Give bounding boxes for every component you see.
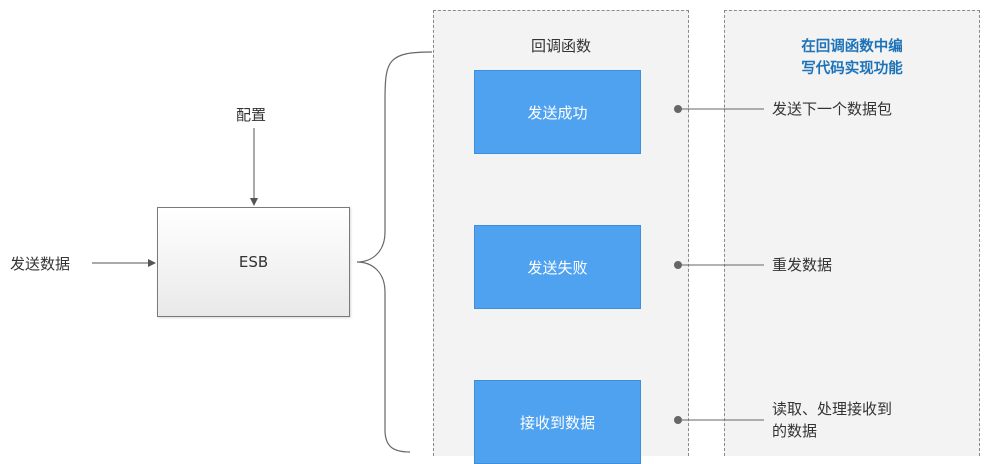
config-label: 配置 bbox=[236, 106, 267, 124]
callback-data-received: 接收到数据 bbox=[474, 380, 641, 464]
action-line-1: 读取、处理接收到 bbox=[772, 400, 893, 418]
success-connector-dot bbox=[674, 105, 682, 113]
action-line-2: 的数据 bbox=[772, 422, 818, 440]
callback-label: 发送失败 bbox=[527, 258, 588, 277]
esb-node: ESB bbox=[157, 207, 350, 317]
action-line-1: 发送下一个数据包 bbox=[772, 100, 893, 118]
action-send-next: 发送下一个数据包 bbox=[772, 98, 892, 120]
callback-label: 发送成功 bbox=[527, 103, 588, 122]
action-line-1: 重发数据 bbox=[772, 256, 833, 274]
fail-connector-dot bbox=[674, 261, 682, 269]
callback-send-fail: 发送失败 bbox=[474, 225, 641, 309]
callback-send-success: 发送成功 bbox=[474, 70, 641, 154]
callback-label: 接收到数据 bbox=[519, 413, 595, 432]
action-process-received: 读取、处理接收到 的数据 bbox=[772, 398, 892, 442]
esb-label: ESB bbox=[238, 253, 269, 271]
implementation-note: 在回调函数中编 写代码实现功能 bbox=[752, 36, 952, 80]
action-resend: 重发数据 bbox=[772, 254, 832, 276]
note-line-2: 写代码实现功能 bbox=[801, 61, 903, 77]
implementation-panel bbox=[724, 10, 980, 456]
brace bbox=[356, 51, 433, 453]
note-line-1: 在回调函数中编 bbox=[801, 39, 903, 55]
input-label: 发送数据 bbox=[10, 255, 71, 273]
recv-connector-dot bbox=[674, 416, 682, 424]
panel-title: 回调函数 bbox=[530, 37, 591, 55]
